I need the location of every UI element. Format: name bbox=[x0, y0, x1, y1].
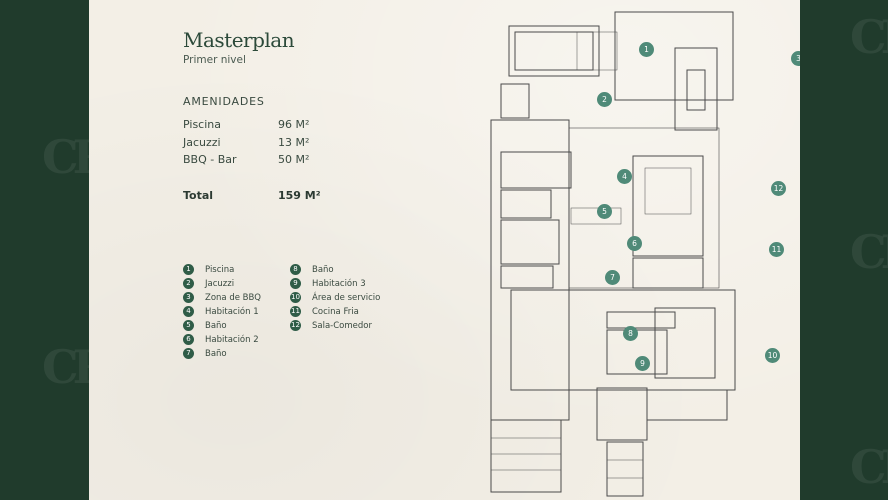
room-habitacion-1 bbox=[500, 151, 572, 189]
stairs-bottom bbox=[606, 441, 644, 497]
pool-water bbox=[514, 31, 594, 71]
legend-label: Zona de BBQ bbox=[205, 293, 262, 303]
legend-number: 3 bbox=[183, 292, 194, 303]
lower-block bbox=[510, 289, 736, 391]
plan-sheet: Masterplan Primer nivel AMENIDADES Pisci… bbox=[89, 0, 800, 500]
left-wing bbox=[490, 119, 570, 421]
legend-label: Baño bbox=[205, 321, 227, 331]
legend-label: Piscina bbox=[205, 265, 235, 275]
legend-number: 4 bbox=[183, 306, 194, 317]
legend-number: 11 bbox=[290, 306, 301, 317]
room-bano-8 bbox=[606, 311, 676, 329]
page-title: Masterplan bbox=[183, 28, 295, 52]
legend-number: 6 bbox=[183, 334, 194, 345]
legend-number: 1 bbox=[183, 264, 194, 275]
room-habitacion-2 bbox=[500, 219, 560, 265]
legend-number: 10 bbox=[290, 292, 301, 303]
plan-marker: 4 bbox=[617, 169, 632, 184]
floor-plan: 1 2 3 4 5 6 7 8 9 10 11 12 bbox=[487, 8, 800, 500]
legend-number: 9 bbox=[290, 278, 301, 289]
plan-marker: 2 bbox=[597, 92, 612, 107]
dining-table bbox=[644, 167, 692, 215]
legend-label: Baño bbox=[312, 265, 334, 275]
room-cocina-fria bbox=[632, 257, 704, 289]
amenity-row: BBQ - Bar 50 M² bbox=[183, 153, 343, 167]
total-area: 159 M² bbox=[278, 189, 321, 202]
legend-number: 5 bbox=[183, 320, 194, 331]
amenity-name: Jacuzzi bbox=[183, 136, 221, 149]
plan-marker: 9 bbox=[635, 356, 650, 371]
legend-label: Habitación 3 bbox=[312, 279, 366, 289]
legend-label: Cocina Fria bbox=[312, 307, 359, 317]
legend-label: Área de servicio bbox=[312, 293, 381, 303]
legend-number: 7 bbox=[183, 348, 194, 359]
plan-marker: 6 bbox=[627, 236, 642, 251]
plan-marker: 5 bbox=[597, 204, 612, 219]
amenity-area: 13 M² bbox=[278, 136, 310, 149]
bbq-counter bbox=[686, 69, 706, 111]
stairs-lower bbox=[596, 387, 648, 441]
right-frame: CR CR CR bbox=[800, 0, 888, 500]
room-sala-comedor bbox=[632, 155, 704, 257]
jacuzzi-outline bbox=[500, 83, 530, 119]
service-patio bbox=[646, 389, 728, 421]
legend-number: 2 bbox=[183, 278, 194, 289]
room-bano-5 bbox=[500, 189, 552, 219]
amenity-row: Jacuzzi 13 M² bbox=[183, 136, 343, 150]
lower-terrace bbox=[490, 419, 562, 493]
pool-deck bbox=[614, 11, 734, 101]
legend-label: Habitación 1 bbox=[205, 307, 259, 317]
bbq-zone bbox=[674, 47, 718, 131]
left-frame: CR CR bbox=[0, 0, 111, 500]
plan-marker: 1 bbox=[639, 42, 654, 57]
amenity-row: Piscina 96 M² bbox=[183, 118, 343, 132]
page-subtitle: Primer nivel bbox=[183, 54, 246, 66]
total-label: Total bbox=[183, 189, 214, 202]
legend-number: 12 bbox=[290, 320, 301, 331]
courtyard-steps bbox=[570, 207, 622, 225]
room-bano-7 bbox=[500, 265, 554, 289]
amenity-total-row: Total 159 M² bbox=[183, 189, 343, 203]
plan-marker: 12 bbox=[771, 181, 786, 196]
plan-marker: 8 bbox=[623, 326, 638, 341]
amenity-name: BBQ - Bar bbox=[183, 153, 237, 166]
legend-label: Habitación 2 bbox=[205, 335, 259, 345]
amenity-area: 96 M² bbox=[278, 118, 310, 131]
legend-label: Jacuzzi bbox=[205, 279, 235, 289]
paper-shading bbox=[89, 0, 800, 500]
watermark-logo: CR bbox=[850, 10, 888, 64]
plan-marker: 3 bbox=[791, 51, 800, 66]
legend-label: Sala-Comedor bbox=[312, 321, 372, 331]
pool-outline bbox=[508, 25, 600, 77]
amenities-heading: AMENIDADES bbox=[183, 95, 265, 108]
watermark-logo: CR bbox=[850, 225, 888, 279]
room-area-servicio bbox=[654, 307, 716, 379]
plan-marker: 11 bbox=[769, 242, 784, 257]
floor-plan-drawing bbox=[490, 11, 736, 497]
amenity-area: 50 M² bbox=[278, 153, 310, 166]
pool-grid bbox=[576, 31, 618, 71]
watermark-logo: CR bbox=[850, 440, 888, 494]
plan-marker: 10 bbox=[765, 348, 780, 363]
legend-number: 8 bbox=[290, 264, 301, 275]
plan-marker: 7 bbox=[605, 270, 620, 285]
amenity-name: Piscina bbox=[183, 118, 221, 131]
legend-label: Baño bbox=[205, 349, 227, 359]
